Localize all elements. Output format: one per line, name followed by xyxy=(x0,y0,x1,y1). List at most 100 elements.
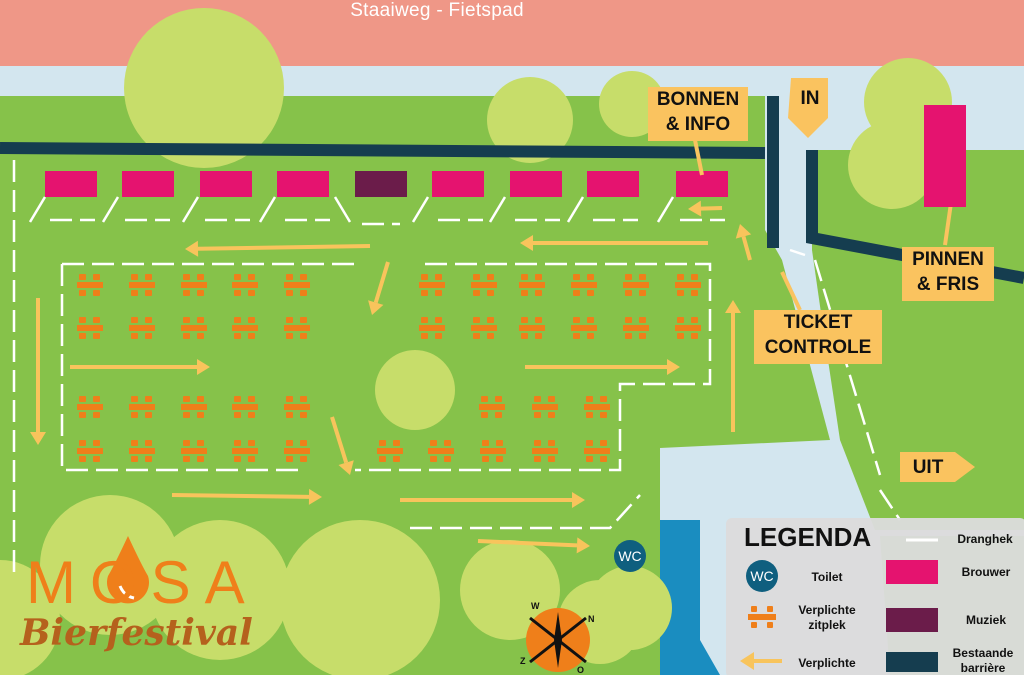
seat-chair xyxy=(587,290,594,296)
seat-chair xyxy=(93,440,100,446)
seat-table-top xyxy=(181,282,207,288)
seat-table xyxy=(584,396,610,418)
seat-chair xyxy=(93,290,100,296)
seat-chair xyxy=(535,274,542,280)
logo-sub: Bierfestival xyxy=(20,612,253,654)
seat-chair xyxy=(79,290,86,296)
seat-chair xyxy=(496,456,503,462)
label-ticket-line1: TICKET xyxy=(783,312,853,333)
route-arrow-head xyxy=(308,488,322,505)
seat-chair xyxy=(197,290,204,296)
brewer-stall xyxy=(277,171,329,197)
label-ticket-controle: TICKET CONTROLE xyxy=(754,310,882,364)
legend-title: LEGENDA xyxy=(744,522,872,552)
route-arrow-head xyxy=(667,359,680,375)
seat-table-top xyxy=(471,325,497,331)
seat-chair xyxy=(234,456,241,462)
seat-chair xyxy=(183,274,190,280)
seat-table-top xyxy=(181,325,207,331)
pointer-ticket xyxy=(780,271,802,311)
route-arrow xyxy=(171,488,322,505)
seat-chair xyxy=(481,396,488,402)
seat-chair xyxy=(534,440,541,446)
seats xyxy=(77,274,701,462)
label-pinnen-line1: PINNEN xyxy=(912,249,984,270)
seat-chair xyxy=(131,440,138,446)
brewer-stall xyxy=(587,171,639,197)
music-stage xyxy=(355,171,407,197)
seat-chair xyxy=(586,440,593,446)
legend-toilet-icon: WC xyxy=(746,560,778,592)
seat-table-top xyxy=(77,325,103,331)
seat-table-top xyxy=(623,282,649,288)
seat-chair xyxy=(248,317,255,323)
route-arrow-head xyxy=(185,240,199,257)
seat-chair xyxy=(234,317,241,323)
seat-chair xyxy=(521,290,528,296)
label-uit: UIT xyxy=(912,457,944,478)
logo-drop-icon xyxy=(107,536,149,604)
route-arrow-head xyxy=(338,460,354,475)
seat-table-top xyxy=(419,325,445,331)
seat-table xyxy=(584,440,610,462)
seat-chair xyxy=(145,456,152,462)
seat-table-top xyxy=(77,448,103,454)
pinnen-stall xyxy=(924,105,966,207)
seat-chair xyxy=(286,274,293,280)
seat-chair xyxy=(639,333,646,339)
seat-chair xyxy=(145,317,152,323)
route-arrow xyxy=(368,261,390,315)
route-arrow-head xyxy=(725,300,741,313)
seat-chair xyxy=(625,274,632,280)
seat-chair xyxy=(573,274,580,280)
seat-table xyxy=(181,274,207,296)
route-arrow xyxy=(477,537,590,554)
seat-chair xyxy=(548,440,555,446)
seat-table-top xyxy=(181,448,207,454)
route-arrow-shaft xyxy=(477,539,578,548)
compass-needle xyxy=(554,612,562,668)
stalls xyxy=(45,171,728,197)
label-bonnen-line1: BONNEN xyxy=(656,89,740,110)
seat-chair xyxy=(183,440,190,446)
seat-table-top xyxy=(519,325,545,331)
brewer-stall xyxy=(122,171,174,197)
seat-table xyxy=(519,317,545,339)
route-arrow-head xyxy=(688,200,702,217)
seat-table xyxy=(471,274,497,296)
seat-chair xyxy=(183,317,190,323)
legend-barriere-icon xyxy=(886,652,938,672)
crowd-barrier xyxy=(50,218,725,226)
seat-table-top xyxy=(532,404,558,410)
seat-chair xyxy=(300,396,307,402)
brewer-stall xyxy=(200,171,252,197)
seat-table-top xyxy=(532,448,558,454)
seat-table-top xyxy=(584,448,610,454)
seat-table-top xyxy=(129,404,155,410)
seat-chair xyxy=(548,396,555,402)
logo-word-text: MOSA xyxy=(26,549,259,616)
seat-table xyxy=(479,396,505,418)
seat-chair xyxy=(587,333,594,339)
seat-chair xyxy=(600,440,607,446)
label-pinnen-line2: & FRIS xyxy=(916,274,980,295)
seat-chair xyxy=(435,317,442,323)
seat-table xyxy=(471,317,497,339)
seat-chair xyxy=(600,396,607,402)
tree xyxy=(487,77,573,163)
seat-chair xyxy=(421,274,428,280)
seat-table xyxy=(77,440,103,462)
crowd-barrier xyxy=(789,248,806,257)
seat-table-top xyxy=(284,448,310,454)
seat-table xyxy=(77,317,103,339)
route-arrow xyxy=(688,200,723,217)
seat-table xyxy=(519,274,545,296)
seat-chair xyxy=(473,290,480,296)
tree xyxy=(150,520,290,660)
seat-chair xyxy=(435,333,442,339)
route-arrow-head xyxy=(576,537,590,554)
tree xyxy=(460,540,560,640)
seat-chair xyxy=(286,412,293,418)
seat-table xyxy=(675,317,701,339)
